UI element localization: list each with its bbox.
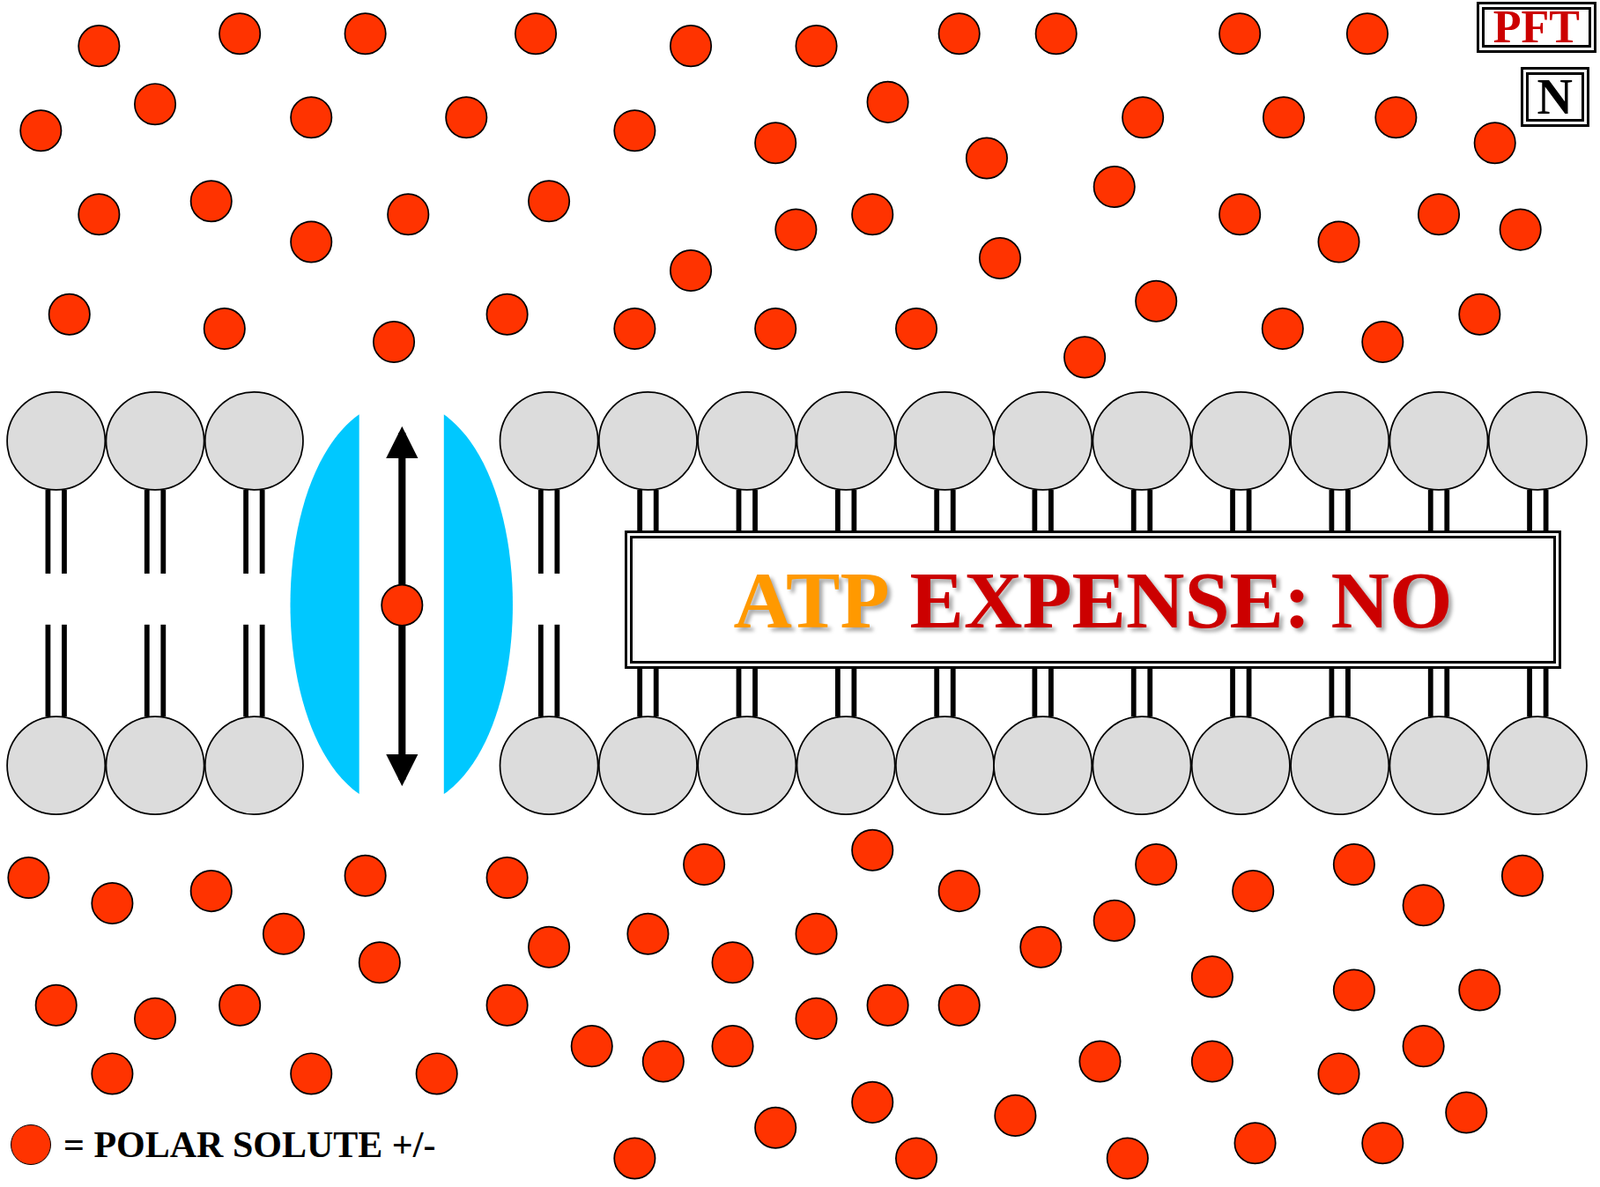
corner-tag: N: [1520, 66, 1590, 127]
solute-in-channel: [381, 585, 423, 626]
lipid-tails: [47, 489, 1546, 717]
legend-text: = POLAR SOLUTE +/-: [63, 1123, 436, 1166]
node-text: N: [1537, 72, 1573, 122]
legend-swatch: [10, 1124, 52, 1165]
lipid-heads: [7, 392, 1587, 815]
corner-tag: PFT: [1476, 1, 1597, 53]
channel-protein: [289, 414, 512, 794]
node-text: ATP: [733, 559, 889, 641]
node-text: EXPENSE: NO: [910, 559, 1453, 641]
legend-row: = POLAR SOLUTE +/-: [10, 1123, 436, 1166]
polar-solutes: [7, 13, 1543, 1179]
energy-box: ATP EXPENSE: NO: [624, 530, 1562, 669]
node-text: PFT: [1493, 4, 1580, 51]
